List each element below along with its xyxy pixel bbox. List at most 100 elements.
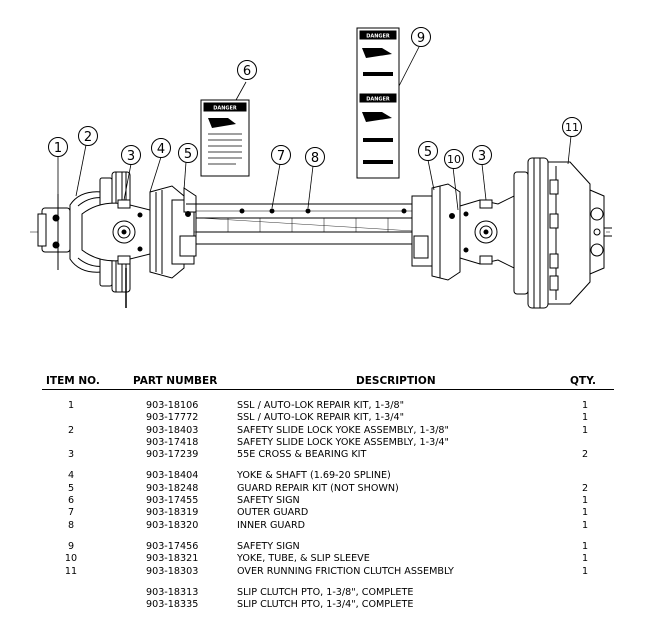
cell-description: YOKE & SHAFT (1.69-20 SPLINE) [237, 470, 391, 482]
table-row: 2 903-18403 SAFETY SLIDE LOCK YOKE ASSEMBL… [42, 425, 614, 437]
callout-8: 8 [311, 151, 319, 166]
leader-lines [57, 44, 572, 211]
cell-item-number: 1 [67, 400, 75, 411]
table-row: 1 903-18106 SSL / AUTO-LOK REPAIR KIT, 1-3… [42, 400, 614, 412]
table-row: 8 903-18320 INNER GUARD 1 [42, 520, 614, 532]
header-item-no: ITEM NO. [46, 375, 100, 387]
table-row: 903-17772 SSL / AUTO-LOK REPAIR KIT, 1-3/… [42, 412, 614, 424]
cell-quantity: 1 [581, 519, 589, 531]
cell-description: 55E CROSS & BEARING KIT [237, 449, 367, 461]
cell-part-number: 903-18303 [146, 565, 199, 577]
cell-quantity: 1 [581, 507, 589, 519]
cell-quantity: 1 [581, 553, 589, 565]
cell-part-number: 903-18320 [146, 519, 199, 531]
callout-5-right: 5 [424, 145, 432, 160]
callout-1: 1 [54, 141, 62, 156]
table-row: 903-18313 SLIP CLUTCH PTO, 1-3/8", COMPLE… [42, 587, 614, 599]
cell-description: SAFETY SIGN [237, 495, 300, 507]
cell-item-number: 6 [67, 495, 75, 507]
cell-part-number: 903-18313 [146, 586, 199, 598]
callout-9: 9 [417, 31, 425, 46]
cell-quantity: 1 [581, 565, 589, 577]
cell-item-number: 2 [67, 424, 75, 436]
callout-11: 11 [565, 121, 579, 134]
cell-item-number: 10 [64, 553, 78, 565]
callouts [48, 27, 582, 169]
sign-9-danger-text-top: DANGER [366, 34, 390, 40]
left-yoke-assembly [37, 171, 151, 308]
table-row: 10 903-18321 YOKE, TUBE, & SLIP SLEEVE 1 [42, 553, 614, 565]
cell-part-number: 903-17772 [146, 412, 199, 424]
cell-description: YOKE, TUBE, & SLIP SLEEVE [237, 553, 370, 565]
callout-10: 10 [447, 153, 461, 166]
cell-description: OUTER GUARD [237, 507, 309, 519]
cell-quantity: 1 [581, 424, 589, 436]
cell-item-number: 7 [67, 507, 75, 519]
table-row: 11 903-18303 OVER RUNNING FRICTION CLUTCH … [42, 566, 614, 578]
cell-item-number: 11 [64, 565, 78, 577]
cell-description: SLIP CLUTCH PTO, 1-3/8", COMPLETE [237, 586, 414, 598]
cell-description: GUARD REPAIR KIT (NOT SHOWN) [237, 482, 399, 494]
table-row: 5 903-18248 GUARD REPAIR KIT (NOT SHOWN) 2 [42, 483, 614, 495]
callout-4: 4 [157, 142, 165, 157]
cell-quantity: 2 [581, 449, 589, 461]
cell-description: OVER RUNNING FRICTION CLUTCH ASSEMBLY [237, 565, 454, 577]
cell-item-number: 8 [67, 519, 75, 531]
cell-quantity: 1 [581, 400, 589, 411]
cell-item-number: 5 [67, 482, 75, 494]
table-row: 7 903-18319 OUTER GUARD 1 [42, 507, 614, 519]
cell-part-number: 903-18321 [146, 553, 199, 565]
cell-item-number: 3 [67, 449, 75, 461]
cell-description: SSL / AUTO-LOK REPAIR KIT, 1-3/8" [237, 400, 404, 411]
header-qty: QTY. [570, 375, 596, 387]
header-part-number: PART NUMBER [133, 375, 218, 387]
cell-quantity: 1 [581, 495, 589, 507]
table-row: 4 903-18404 YOKE & SHAFT (1.69-20 SPLINE) [42, 470, 614, 482]
callout-5-left: 5 [184, 147, 192, 162]
table-row: 3 903-17239 55E CROSS & BEARING KIT 2 [42, 449, 614, 461]
cell-quantity: 1 [581, 412, 589, 424]
safety-sign-6: DANGER [200, 99, 250, 177]
right-guard-cone [411, 183, 461, 281]
cell-description: SAFETY SLIDE LOCK YOKE ASSEMBLY, 1-3/8" [237, 424, 449, 436]
cell-quantity: 1 [581, 540, 589, 552]
sign-6-danger-text: DANGER [213, 106, 237, 112]
cell-part-number: 903-18248 [146, 482, 199, 494]
sign-9-danger-text-mid: DANGER [366, 97, 390, 103]
left-guard-cone [149, 185, 208, 279]
cell-item-number: 4 [67, 470, 75, 482]
cell-description: SAFETY SIGN [237, 540, 300, 552]
pto-driveline-diagram: DANGER DANGER DANGER [30, 27, 612, 309]
guard-tubes [195, 203, 435, 245]
right-yoke-assembly [459, 195, 515, 269]
friction-clutch-assembly [513, 157, 612, 309]
table-row: 6 903-17455 SAFETY SIGN 1 [42, 495, 614, 507]
callout-6: 6 [243, 64, 251, 79]
table-row: 903-17418 SAFETY SLIDE LOCK YOKE ASSEMBLY… [42, 437, 614, 449]
cell-part-number: 903-17239 [146, 449, 199, 461]
cell-part-number: 903-17456 [146, 540, 199, 552]
cell-description: SAFETY SLIDE LOCK YOKE ASSEMBLY, 1-3/4" [237, 436, 449, 448]
callout-3-left: 3 [127, 149, 135, 164]
cell-description: SSL / AUTO-LOK REPAIR KIT, 1-3/4" [237, 412, 404, 424]
cell-description: INNER GUARD [237, 519, 306, 531]
cell-part-number: 903-17418 [146, 436, 199, 448]
callout-3-right: 3 [478, 149, 486, 164]
cell-item-number: 9 [67, 540, 75, 552]
cell-part-number: 903-18403 [146, 424, 199, 436]
header-description: DESCRIPTION [356, 375, 436, 387]
cell-description: SLIP CLUTCH PTO, 1-3/4", COMPLETE [237, 599, 414, 611]
table-row: 9 903-17456 SAFETY SIGN 1 [42, 541, 614, 553]
cell-part-number: 903-18404 [146, 470, 199, 482]
safety-sign-9: DANGER DANGER [356, 27, 400, 179]
table-header: ITEM NO. PART NUMBER DESCRIPTION QTY. [42, 373, 614, 390]
callout-7: 7 [277, 149, 285, 164]
cell-part-number: 903-17455 [146, 495, 199, 507]
cell-part-number: 903-18106 [146, 400, 199, 411]
callout-2: 2 [84, 130, 92, 145]
cell-part-number: 903-18319 [146, 507, 199, 519]
cell-quantity: 2 [581, 482, 589, 494]
